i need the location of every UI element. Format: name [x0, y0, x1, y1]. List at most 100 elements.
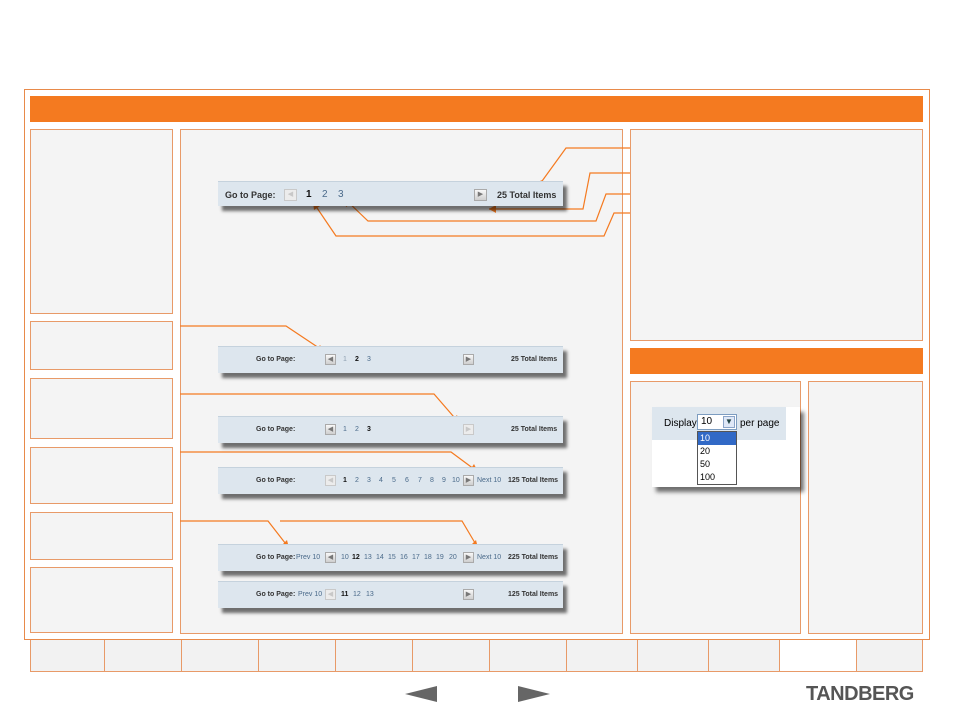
bottom-tab-9[interactable]	[637, 640, 709, 672]
pager-example-3: Go to Page: ◀ 1 2 3 ▶ 25 Total Items	[218, 416, 563, 443]
per-page-select[interactable]: 10 ▼	[697, 414, 737, 430]
page-number[interactable]: 8	[430, 477, 434, 484]
page-number[interactable]: 20	[449, 554, 457, 561]
right-triangle-icon[interactable]	[518, 686, 550, 702]
next-page-icon[interactable]: ▶	[463, 475, 474, 486]
display-label: Display	[664, 418, 697, 429]
page-number-3[interactable]: 3	[367, 356, 371, 363]
page-number[interactable]: 10	[341, 554, 349, 561]
option-20[interactable]: 20	[700, 446, 711, 456]
pager-example-6: Go to Page: Prev 10 ◀ 11 12 13 ▶ 125 Tot…	[218, 581, 563, 608]
bottom-tab-6[interactable]	[412, 640, 490, 672]
bottom-tab-10[interactable]	[708, 640, 780, 672]
total-items: 25 Total Items	[497, 190, 557, 200]
bottom-tab-8[interactable]	[566, 640, 638, 672]
page-number[interactable]: 14	[376, 554, 384, 561]
next-10-link[interactable]: Next 10	[477, 477, 502, 484]
page-number[interactable]: 12	[352, 554, 360, 561]
prev-page-icon[interactable]: ◀	[325, 424, 336, 435]
total-items: 25 Total Items	[511, 426, 558, 433]
total-items: 225 Total Items	[508, 554, 559, 561]
bottom-tab-7[interactable]	[489, 640, 567, 672]
page-number-2[interactable]: 2	[355, 356, 359, 363]
next-page-icon[interactable]: ▶	[463, 589, 474, 600]
left-box-2	[30, 321, 173, 370]
next-page-icon[interactable]: ▶	[474, 189, 487, 201]
page-number[interactable]: 3	[367, 477, 371, 484]
left-box-4	[30, 447, 173, 504]
bottom-tab-11-active[interactable]	[779, 640, 857, 672]
header-bar	[30, 96, 923, 122]
per-page-options: 10 20 50 100	[697, 431, 737, 485]
next-10-link[interactable]: Next 10	[477, 554, 502, 561]
page-number-1[interactable]: 1	[343, 356, 347, 363]
next-page-icon[interactable]: ▶	[463, 354, 474, 365]
page-number[interactable]: 11	[341, 591, 349, 598]
page-number[interactable]: 2	[355, 477, 359, 484]
tandberg-logo: TANDBERG	[806, 683, 914, 705]
option-10[interactable]: 10	[698, 432, 736, 445]
bottom-tab-12[interactable]	[856, 640, 923, 672]
prev-page-icon[interactable]: ◀	[325, 552, 336, 563]
left-box-1	[30, 129, 173, 314]
page-number[interactable]: 12	[353, 591, 361, 598]
page-number-2[interactable]: 2	[322, 189, 328, 200]
next-page-icon[interactable]: ▶	[463, 424, 474, 435]
left-box-3	[30, 378, 173, 439]
selected-value: 10	[701, 416, 713, 427]
pager-label: Go to Page:	[256, 477, 296, 484]
left-box-5	[30, 512, 173, 560]
page-number-3[interactable]: 3	[367, 426, 371, 433]
pager-label: Go to Page:	[256, 554, 296, 561]
pager-example-5: Go to Page: Prev 10 ◀ 10 12 13 14 15 16 …	[218, 544, 563, 571]
option-50[interactable]: 50	[700, 459, 711, 469]
page-number[interactable]: 13	[364, 554, 372, 561]
prev-page-icon[interactable]: ◀	[325, 354, 336, 365]
pager-label: Go to Page:	[256, 356, 296, 363]
page-number[interactable]: 9	[442, 477, 446, 484]
page-number[interactable]: 1	[343, 477, 347, 484]
page-number-1[interactable]: 1	[306, 189, 312, 200]
page-number-2[interactable]: 2	[355, 426, 359, 433]
prev-page-icon[interactable]: ◀	[284, 189, 297, 201]
bottom-tab-4[interactable]	[258, 640, 336, 672]
page-number[interactable]: 10	[452, 477, 460, 484]
prev-10-link[interactable]: Prev 10	[296, 554, 321, 561]
left-triangle-icon[interactable]	[405, 686, 437, 702]
option-100[interactable]: 100	[700, 472, 716, 482]
bottom-tab-2[interactable]	[104, 640, 182, 672]
page-number[interactable]: 15	[388, 554, 396, 561]
page-number-3[interactable]: 3	[338, 189, 344, 200]
pager-label: Go to Page:	[256, 426, 296, 433]
total-items: 25 Total Items	[511, 356, 558, 363]
pager-example-1: Go to Page: ◀ 1 2 3 ▶ 25 Total Items	[218, 181, 563, 206]
prev-10-link[interactable]: Prev 10	[298, 591, 323, 598]
per-page-label: per page	[740, 418, 780, 429]
page-number[interactable]: 5	[392, 477, 396, 484]
page-number-1[interactable]: 1	[343, 426, 347, 433]
page-number[interactable]: 7	[418, 477, 422, 484]
page-number[interactable]: 17	[412, 554, 420, 561]
prev-page-icon[interactable]: ◀	[325, 589, 336, 600]
bottom-tab-1[interactable]	[30, 640, 105, 672]
page-number[interactable]: 13	[366, 591, 374, 598]
next-page-icon[interactable]: ▶	[463, 552, 474, 563]
page-number[interactable]: 4	[379, 477, 383, 484]
right-subheader	[630, 348, 923, 374]
page-number[interactable]: 18	[424, 554, 432, 561]
left-box-6	[30, 567, 173, 633]
page-number[interactable]: 19	[436, 554, 444, 561]
total-items: 125 Total Items	[508, 591, 559, 598]
right-top-panel	[630, 129, 923, 341]
total-items: 125 Total Items	[508, 477, 559, 484]
prev-page-icon[interactable]: ◀	[325, 475, 336, 486]
page-number[interactable]: 6	[405, 477, 409, 484]
pager-label: Go to Page:	[256, 591, 296, 598]
pager-example-2: Go to Page: ◀ 1 2 3 ▶ 25 Total Items	[218, 346, 563, 373]
bottom-tab-3[interactable]	[181, 640, 259, 672]
bottom-tab-5[interactable]	[335, 640, 413, 672]
page-number[interactable]: 16	[400, 554, 408, 561]
chevron-down-icon[interactable]: ▼	[723, 416, 735, 428]
display-per-page-control: Display 10 ▼ per page	[652, 407, 786, 440]
